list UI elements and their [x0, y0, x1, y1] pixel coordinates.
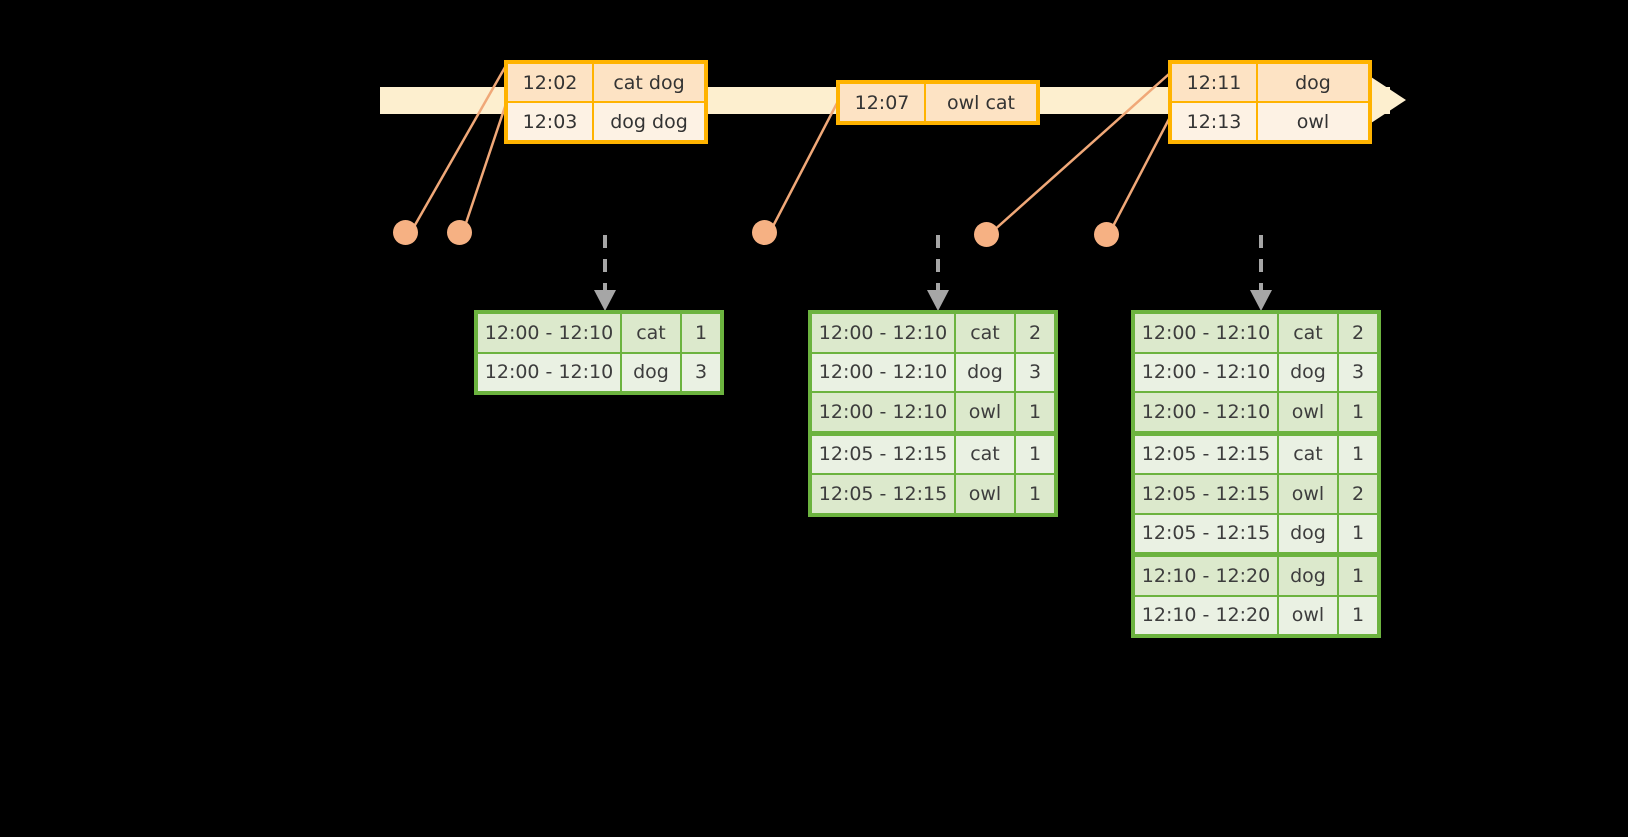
window-cell: 12:05 - 12:15	[1134, 431, 1278, 474]
window-cell: 12:00 - 12:10	[1134, 352, 1278, 392]
window-cell: 12:05 - 12:15	[1134, 474, 1278, 514]
event-value: cat dog	[593, 63, 705, 102]
table-row[interactable]: 12:05 - 12:15 dog 1	[1134, 513, 1378, 553]
table-row[interactable]: 12:00 - 12:10 dog 3	[811, 352, 1055, 392]
event-row[interactable]: 12:13 owl	[1171, 102, 1369, 141]
output-table-2: 12:00 - 12:10 cat 2 12:00 - 12:10 dog 3 …	[808, 310, 1058, 517]
key-cell: cat	[621, 313, 681, 353]
window-cell: 12:10 - 12:20	[1134, 553, 1278, 596]
count-cell: 1	[1338, 431, 1378, 474]
key-cell: dog	[1278, 352, 1338, 392]
key-cell: owl	[1278, 392, 1338, 432]
table-row[interactable]: 12:05 - 12:15 owl 2	[1134, 474, 1378, 514]
window-cell: 12:00 - 12:10	[1134, 313, 1278, 353]
key-cell: dog	[621, 352, 681, 392]
event-time: 12:07	[839, 83, 925, 122]
event-time: 12:13	[1171, 102, 1257, 141]
output-table-1: 12:00 - 12:10 cat 1 12:00 - 12:10 dog 3	[474, 310, 724, 395]
timeline-arrow-head	[1368, 75, 1406, 125]
event-dot[interactable]	[447, 220, 472, 245]
event-time: 12:03	[507, 102, 593, 141]
event-dot[interactable]	[393, 220, 418, 245]
window-cell: 12:00 - 12:10	[477, 352, 621, 392]
event-dot[interactable]	[1094, 222, 1119, 247]
event-time: 12:11	[1171, 63, 1257, 102]
count-cell: 2	[1015, 313, 1055, 353]
event-value: owl	[1257, 102, 1369, 141]
key-cell: cat	[955, 431, 1015, 474]
count-cell: 1	[1338, 553, 1378, 596]
event-row[interactable]: 12:02 cat dog	[507, 63, 705, 102]
count-cell: 1	[1015, 392, 1055, 432]
window-cell: 12:05 - 12:15	[811, 474, 955, 514]
window-cell: 12:05 - 12:15	[811, 431, 955, 474]
window-cell: 12:05 - 12:15	[1134, 513, 1278, 553]
event-row[interactable]: 12:07 owl cat	[839, 83, 1037, 122]
table-row[interactable]: 12:00 - 12:10 cat 2	[1134, 313, 1378, 353]
table-row[interactable]: 12:00 - 12:10 owl 1	[811, 392, 1055, 432]
count-cell: 2	[1338, 313, 1378, 353]
window-cell: 12:00 - 12:10	[811, 352, 955, 392]
table-row[interactable]: 12:00 - 12:10 dog 3	[477, 352, 721, 392]
window-cell: 12:00 - 12:10	[811, 313, 955, 353]
window-cell: 12:00 - 12:10	[811, 392, 955, 432]
event-group-3: 12:11 dog 12:13 owl	[1168, 60, 1372, 144]
table-row[interactable]: 12:05 - 12:15 owl 1	[811, 474, 1055, 514]
output-table-3: 12:00 - 12:10 cat 2 12:00 - 12:10 dog 3 …	[1131, 310, 1381, 638]
event-value: dog	[1257, 63, 1369, 102]
count-cell: 1	[1015, 474, 1055, 514]
count-cell: 3	[681, 352, 721, 392]
event-group-2: 12:07 owl cat	[836, 80, 1040, 125]
table-row[interactable]: 12:10 - 12:20 dog 1	[1134, 553, 1378, 596]
key-cell: owl	[955, 474, 1015, 514]
key-cell: owl	[955, 392, 1015, 432]
key-cell: dog	[1278, 553, 1338, 596]
event-time: 12:02	[507, 63, 593, 102]
table-row[interactable]: 12:05 - 12:15 cat 1	[811, 431, 1055, 474]
key-cell: owl	[1278, 474, 1338, 514]
key-cell: dog	[1278, 513, 1338, 553]
key-cell: owl	[1278, 595, 1338, 635]
event-dot[interactable]	[974, 222, 999, 247]
table-row[interactable]: 12:10 - 12:20 owl 1	[1134, 595, 1378, 635]
key-cell: cat	[1278, 431, 1338, 474]
count-cell: 1	[1338, 392, 1378, 432]
table-row[interactable]: 12:00 - 12:10 cat 1	[477, 313, 721, 353]
count-cell: 1	[681, 313, 721, 353]
event-dot[interactable]	[752, 220, 777, 245]
table-row[interactable]: 12:05 - 12:15 cat 1	[1134, 431, 1378, 474]
count-cell: 1	[1338, 513, 1378, 553]
table-row[interactable]: 12:00 - 12:10 cat 2	[811, 313, 1055, 353]
window-cell: 12:00 - 12:10	[477, 313, 621, 353]
count-cell: 3	[1338, 352, 1378, 392]
event-group-1: 12:02 cat dog 12:03 dog dog	[504, 60, 708, 144]
event-row[interactable]: 12:03 dog dog	[507, 102, 705, 141]
event-value: dog dog	[593, 102, 705, 141]
count-cell: 3	[1015, 352, 1055, 392]
count-cell: 1	[1015, 431, 1055, 474]
table-row[interactable]: 12:00 - 12:10 owl 1	[1134, 392, 1378, 432]
event-row[interactable]: 12:11 dog	[1171, 63, 1369, 102]
count-cell: 1	[1338, 595, 1378, 635]
window-cell: 12:00 - 12:10	[1134, 392, 1278, 432]
window-cell: 12:10 - 12:20	[1134, 595, 1278, 635]
key-cell: dog	[955, 352, 1015, 392]
event-value: owl cat	[925, 83, 1037, 122]
key-cell: cat	[955, 313, 1015, 353]
key-cell: cat	[1278, 313, 1338, 353]
count-cell: 2	[1338, 474, 1378, 514]
table-row[interactable]: 12:00 - 12:10 dog 3	[1134, 352, 1378, 392]
